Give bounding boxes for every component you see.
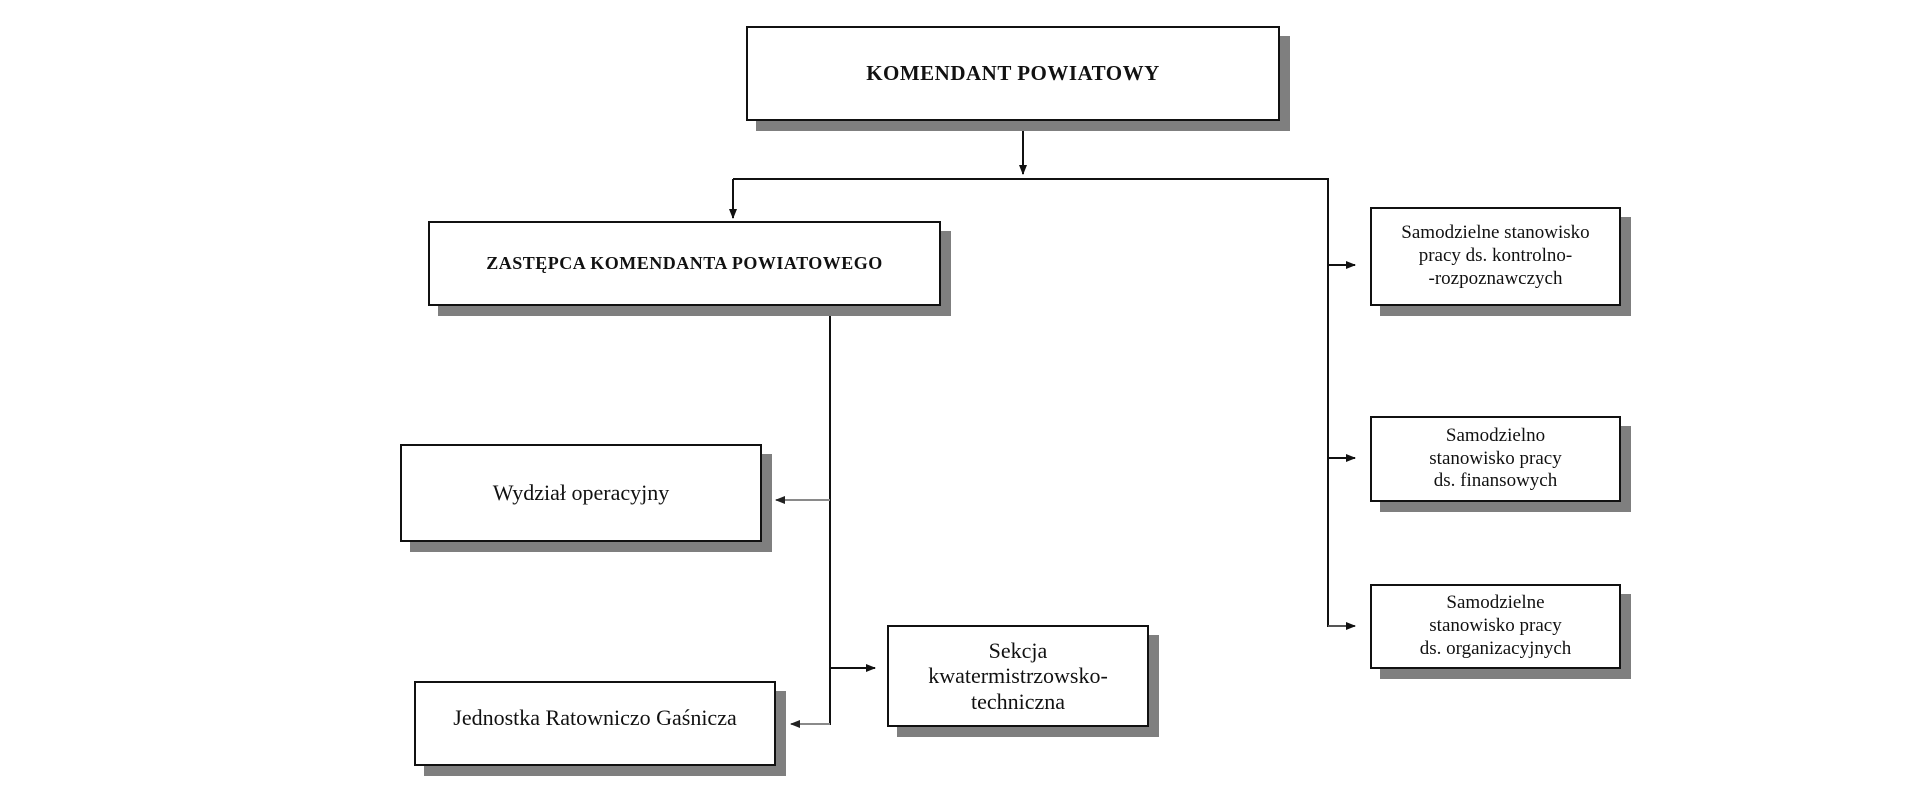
node-sekcja-kwatermistrzowsko-techniczna: Sekcja kwatermistrzowsko- techniczna: [887, 625, 1149, 727]
node-label: Samodzielne stanowisko pracy ds. organiz…: [1419, 592, 1572, 659]
node-label: Wydział operacyjny: [492, 480, 670, 506]
node-ss-kontrolno-rozpoznawcze: Samodzielne stanowisko pracy ds. kontrol…: [1370, 207, 1621, 306]
node-label: Samodzielne stanowisko pracy ds. kontrol…: [1401, 222, 1590, 289]
node-wydzial-operacyjny: Wydział operacyjny: [400, 444, 762, 542]
node-ss-organizacyjne: Samodzielne stanowisko pracy ds. organiz…: [1370, 584, 1621, 669]
node-label: ZASTĘPCA KOMENDANTA POWIATOWEGO: [486, 252, 883, 273]
node-zastepca-komendanta: ZASTĘPCA KOMENDANTA POWIATOWEGO: [428, 221, 941, 306]
node-label: Jednostka Ratowniczo Gaśnicza: [453, 705, 737, 730]
edge-zastepca-bus: [775, 305, 876, 728]
node-label: Sekcja kwatermistrzowsko- techniczna: [928, 638, 1108, 714]
edge-right-bus: [1327, 178, 1356, 630]
node-label: KOMENDANT POWIATOWY: [866, 61, 1160, 86]
node-komendant-powiatowy: KOMENDANT POWIATOWY: [746, 26, 1280, 121]
node-jednostka-ratowniczo-gasnicza: Jednostka Ratowniczo Gaśnicza: [414, 681, 776, 766]
node-label: Samodzielno stanowisko pracy ds. finanso…: [1429, 424, 1562, 492]
node-ss-finansowe: Samodzielno stanowisko pracy ds. finanso…: [1370, 416, 1621, 502]
